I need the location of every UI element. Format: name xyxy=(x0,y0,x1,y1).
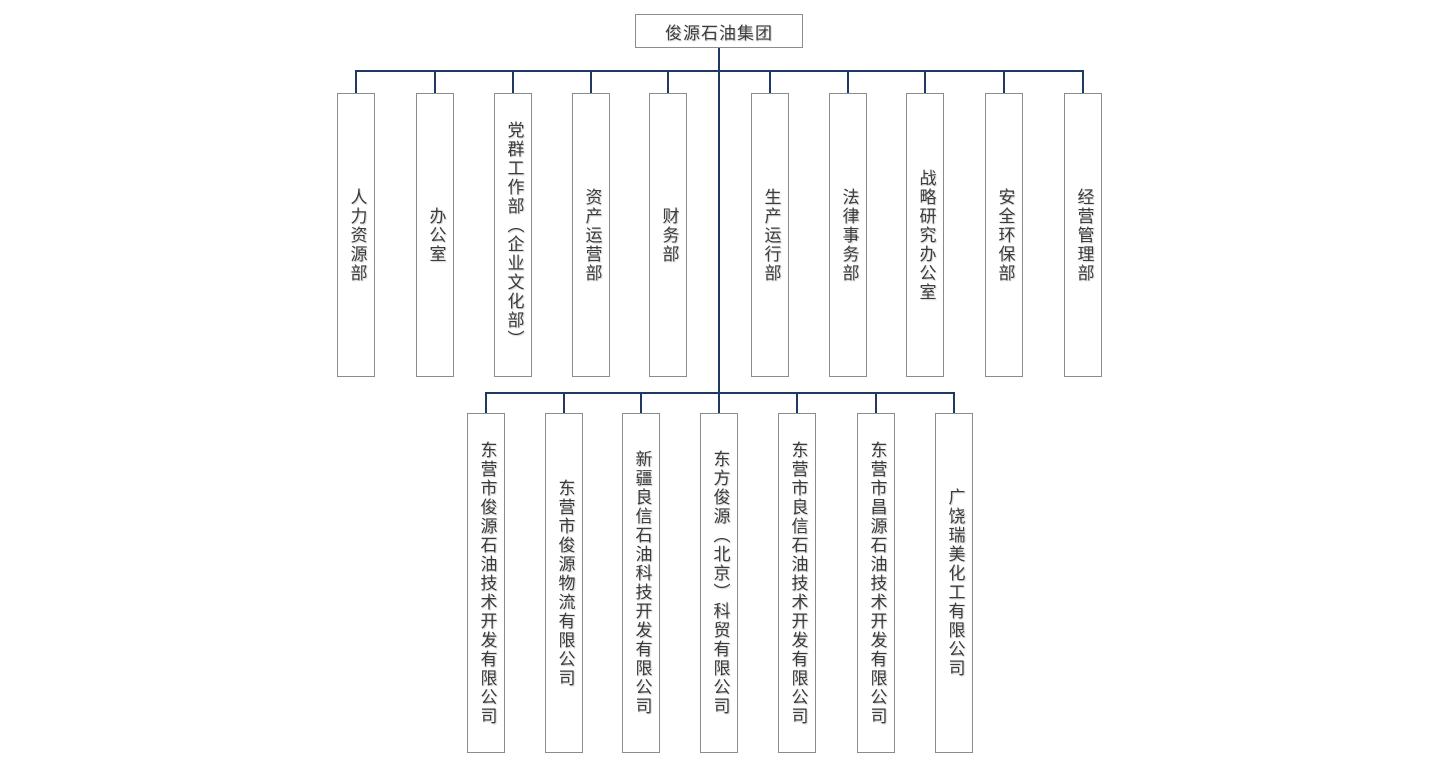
subsidiary-label-5: 东营市良信石油技术开发有限公司 xyxy=(787,440,808,726)
dept-label-7: 法律事务部 xyxy=(838,187,859,283)
root-box: 俊源石油集团 xyxy=(635,14,803,48)
subsidiary-box-4: 东方俊源（北京）科贸有限公司 xyxy=(700,413,738,753)
dept-box-8: 战略研究办公室 xyxy=(906,93,944,377)
subsidiary-box-7: 广饶瑞美化工有限公司 xyxy=(935,413,973,753)
dept-label-6: 生产运行部 xyxy=(760,187,781,283)
dept-box-4: 资产运营部 xyxy=(572,93,610,377)
dept-box-3: 党群工作部（企业文化部） xyxy=(494,93,532,377)
dept-label-5: 财务部 xyxy=(658,206,679,264)
dept-box-9: 安全环保部 xyxy=(985,93,1023,377)
tier2-stub-7 xyxy=(953,392,955,414)
tier2-stub-2 xyxy=(563,392,565,414)
dept-label-2: 办公室 xyxy=(425,206,446,264)
subsidiary-label-2: 东营市俊源物流有限公司 xyxy=(554,478,575,688)
dept-box-10: 经营管理部 xyxy=(1064,93,1102,377)
tier1-stub-3 xyxy=(512,70,514,93)
subsidiary-box-5: 东营市良信石油技术开发有限公司 xyxy=(778,413,816,753)
dept-label-9: 安全环保部 xyxy=(994,187,1015,283)
tier2-stub-4 xyxy=(718,392,720,414)
tier1-stub-9 xyxy=(1003,70,1005,93)
tier1-stub-4 xyxy=(590,70,592,93)
dept-label-8: 战略研究办公室 xyxy=(915,168,936,302)
dept-label-4: 资产运营部 xyxy=(581,187,602,283)
tier2-rail-connector xyxy=(485,392,955,394)
tier1-stub-8 xyxy=(924,70,926,93)
tier2-stub-3 xyxy=(640,392,642,414)
tier1-stub-10 xyxy=(1082,70,1084,93)
tier1-stub-5 xyxy=(667,70,669,93)
tier1-stub-7 xyxy=(847,70,849,93)
subsidiary-box-6: 东营市昌源石油技术开发有限公司 xyxy=(857,413,895,753)
subsidiary-label-3: 新疆良信石油科技开发有限公司 xyxy=(631,450,652,716)
trunk-connector xyxy=(718,48,720,394)
subsidiary-box-1: 东营市俊源石油技术开发有限公司 xyxy=(467,413,505,753)
tier1-rail-connector xyxy=(355,70,1084,72)
dept-box-1: 人力资源部 xyxy=(337,93,375,377)
dept-box-6: 生产运行部 xyxy=(751,93,789,377)
dept-box-5: 财务部 xyxy=(649,93,687,377)
dept-label-1: 人力资源部 xyxy=(346,187,367,283)
tier1-stub-2 xyxy=(434,70,436,93)
subsidiary-label-1: 东营市俊源石油技术开发有限公司 xyxy=(476,440,497,726)
tier2-stub-6 xyxy=(875,392,877,414)
dept-box-2: 办公室 xyxy=(416,93,454,377)
tier1-stub-6 xyxy=(769,70,771,93)
tier2-stub-1 xyxy=(485,392,487,414)
subsidiary-box-2: 东营市俊源物流有限公司 xyxy=(545,413,583,753)
tier2-stub-5 xyxy=(796,392,798,414)
subsidiary-label-7: 广饶瑞美化工有限公司 xyxy=(944,488,965,678)
root-label: 俊源石油集团 xyxy=(665,23,773,44)
subsidiary-box-3: 新疆良信石油科技开发有限公司 xyxy=(622,413,660,753)
dept-label-10: 经营管理部 xyxy=(1073,187,1094,283)
tier1-stub-1 xyxy=(355,70,357,93)
dept-box-7: 法律事务部 xyxy=(829,93,867,377)
subsidiary-label-6: 东营市昌源石油技术开发有限公司 xyxy=(866,440,887,726)
subsidiary-label-4: 东方俊源（北京）科贸有限公司 xyxy=(709,450,730,716)
dept-label-3: 党群工作部（企业文化部） xyxy=(503,121,524,349)
